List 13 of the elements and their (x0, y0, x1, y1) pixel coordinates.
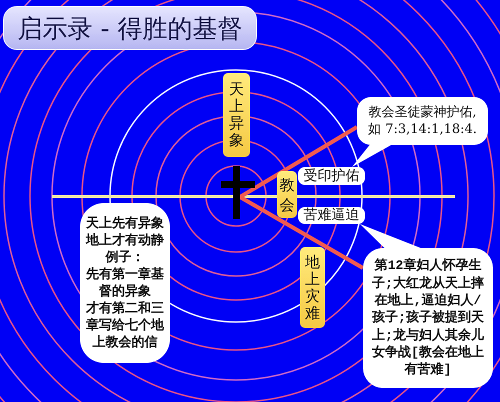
label-tag: 教会 (277, 171, 297, 218)
title: 启示录 - 得胜的基督 (3, 6, 257, 50)
speech-bubble: 第12章妇人怀孕生子;大红龙从天上摔在地上,逼迫妇人/孩子;孩子被提到天上;龙与妇人其余儿女争战[教会在地上有苦难] (363, 248, 493, 388)
speech-bubble: 天上先有异象地上才有动静 例子： 先有第一章基督的异象 才有第二和三章写给七个地上教会的信 (80, 203, 170, 363)
cross-icon (221, 166, 255, 219)
label-tag: 天上异象 (223, 73, 250, 157)
callout-tail (352, 144, 392, 167)
label-box: 受印护佑 (298, 167, 365, 185)
connector-line (239, 195, 364, 270)
label-tag: 地上灾难 (300, 247, 325, 328)
connector-line (238, 125, 358, 199)
callout-tail (360, 224, 422, 249)
label-box: 苦难逼迫 (298, 207, 365, 224)
